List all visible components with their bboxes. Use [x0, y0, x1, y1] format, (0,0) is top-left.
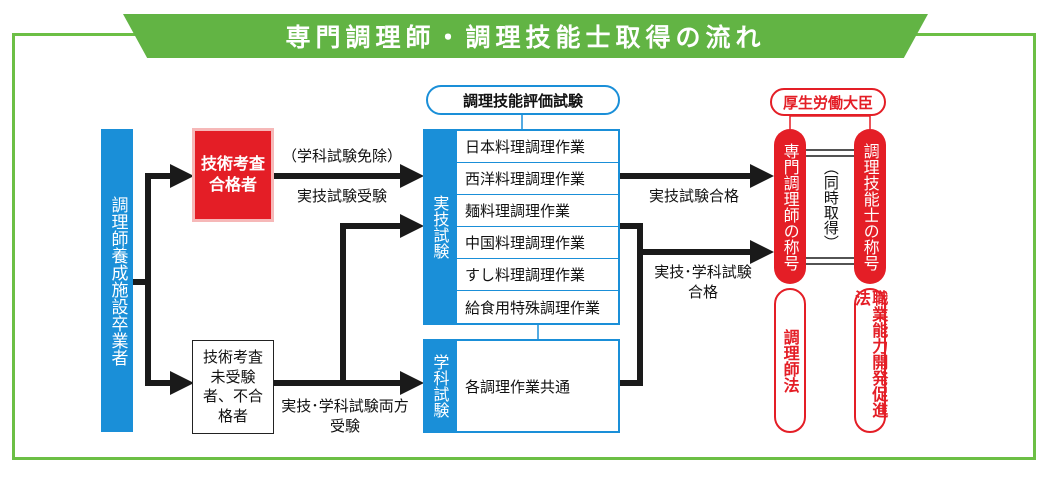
chef-law-pill: 調理師法: [774, 288, 806, 433]
practical-item: すし料理調理作業: [457, 259, 618, 291]
arrow-to-passed: [133, 164, 194, 285]
exemption-note: （学科試験免除）: [282, 147, 403, 165]
arrow-notpassed-to-practical: [340, 214, 424, 383]
bracket-both-exams: [620, 223, 643, 386]
title-banner: [123, 14, 928, 58]
skill-exam-header: 調理技能評価試験: [426, 85, 620, 115]
mhlw-badge: 厚生労働大臣: [770, 88, 886, 116]
tech-title-pill: 調理技能士の称号: [854, 129, 886, 284]
vocational-law-pill: 職業能力開発促進法: [852, 288, 888, 433]
both-exams-label: 実技･学科試験両方受験: [281, 397, 409, 436]
passed-label: 技術考査合格者: [200, 154, 265, 194]
page-title: 専門調理師・調理技能士取得の流れ: [285, 23, 766, 52]
passed-box: 技術考査合格者: [192, 128, 274, 222]
practical-item: 給食用特殊調理作業: [465, 298, 601, 317]
practical-item: 麺料理調理作業: [457, 195, 618, 227]
both-pass-label: 実技･学科試験合格: [654, 263, 752, 302]
graduates-bar: 調理師養成施設卒業者: [101, 129, 133, 432]
theory-exam-label: 学科試験: [423, 339, 455, 433]
practical-item: 日本料理調理作業: [457, 131, 618, 163]
arrow-to-notpassed: [145, 282, 194, 395]
not-passed-label: 技術考査未受験者、不合格者: [202, 348, 263, 425]
theory-item: 各調理作業共通: [455, 339, 620, 433]
chef-title-pill: 専門調理師の称号: [774, 129, 806, 284]
practical-item: 西洋料理調理作業: [457, 163, 618, 195]
practical-exam-label: 実技試験: [423, 129, 455, 325]
practical-items-list: 日本料理調理作業 西洋料理調理作業 麺料理調理作業 中国料理調理作業 すし料理調…: [455, 129, 620, 325]
practical-pass-label: 実技試験合格: [648, 187, 739, 205]
not-passed-box: 技術考査未受験者、不合格者: [192, 340, 274, 434]
practical-item: 中国料理調理作業: [457, 227, 618, 259]
simultaneous-label: （同時取得）: [821, 160, 840, 250]
practical-only-label: 実技試験受験: [296, 187, 387, 205]
